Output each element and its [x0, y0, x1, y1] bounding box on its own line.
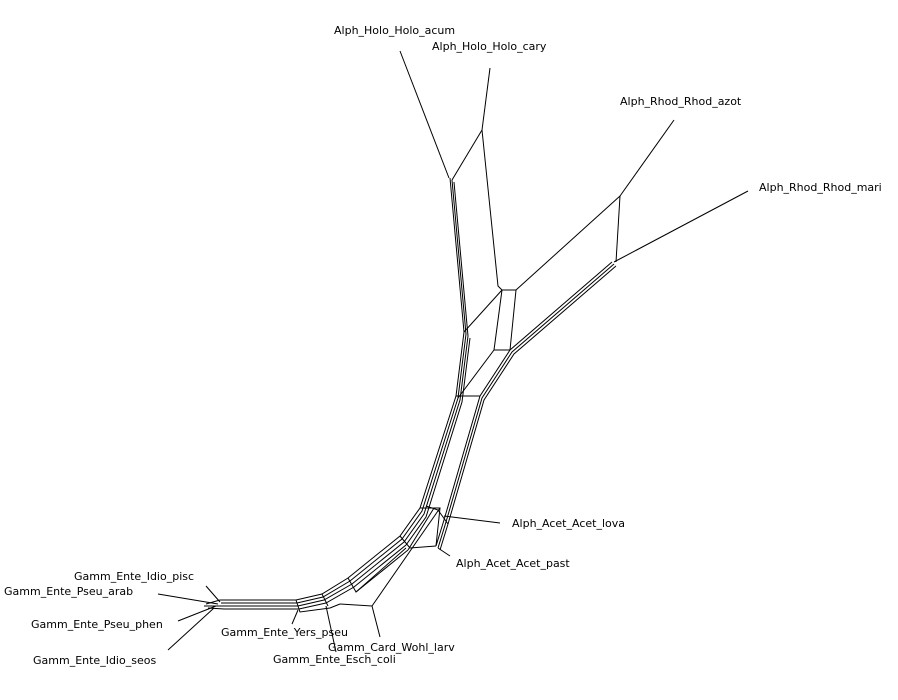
edge-holo-acum: [399, 50, 450, 179]
label-holo-cary: Alph_Holo_Holo_cary: [432, 40, 547, 53]
edge-card-wohl: [371, 605, 381, 638]
network-trunk: [220, 129, 621, 613]
edge-idio-seos: [167, 607, 215, 651]
label-pseu-arab: Gamm_Ente_Pseu_arab: [4, 585, 133, 598]
label-idio-seos: Gamm_Ente_Idio_seos: [33, 654, 156, 667]
edge-holo-cary: [481, 67, 491, 131]
pendant-edges: [157, 50, 749, 653]
edge-idio-pisc: [205, 585, 221, 603]
edge-rhod-azot: [619, 119, 675, 197]
label-idio-pisc: Gamm_Ente_Idio_pisc: [74, 570, 194, 583]
label-pseu-phen: Gamm_Ente_Pseu_phen: [31, 618, 163, 631]
edge-pseu-arab: [157, 593, 219, 605]
label-esch-coli: Gamm_Ente_Esch_coli: [273, 653, 396, 666]
label-yers-pseu: Gamm_Ente_Yers_pseu: [221, 626, 348, 639]
label-card-wohl: Gamm_Card_Wohl_larv: [328, 641, 455, 654]
label-acet-past: Alph_Acet_Acet_past: [456, 557, 570, 570]
edge-rhod-mari: [613, 190, 749, 263]
taxon-labels: Alph_Holo_Holo_acum Alph_Holo_Holo_cary …: [4, 24, 882, 667]
edge-yers-pseu: [291, 609, 299, 625]
label-acet-lova: Alph_Acet_Acet_lova: [512, 517, 625, 530]
label-holo-acum: Alph_Holo_Holo_acum: [334, 24, 455, 37]
label-rhod-azot: Alph_Rhod_Rhod_azot: [620, 95, 742, 108]
edge-acet-past: [437, 547, 451, 557]
edge-esch-coli: [325, 605, 337, 653]
label-rhod-mari: Alph_Rhod_Rhod_mari: [759, 181, 882, 194]
edge-acet-lova: [443, 515, 501, 524]
